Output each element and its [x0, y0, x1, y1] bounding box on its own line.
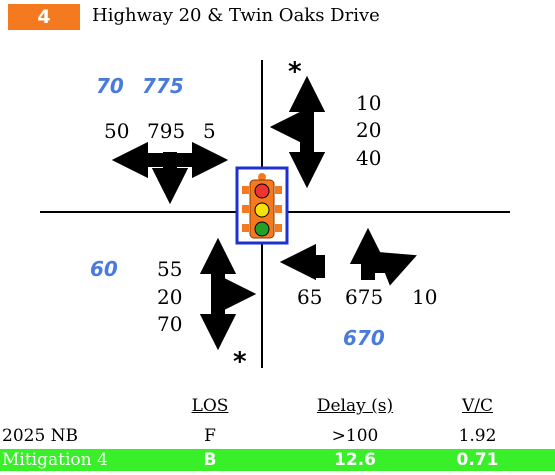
- table-cell: 1.92: [458, 426, 497, 446]
- arrow-left-through-right-icon: [199, 237, 257, 351]
- wb-left-volume: 40: [356, 146, 381, 170]
- table-header-cell: V/C: [461, 396, 493, 416]
- nb-right-volume: 10: [412, 285, 437, 309]
- title-bar: 4 Highway 20 & Twin Oaks Drive: [0, 0, 555, 34]
- table-cell: B: [203, 450, 217, 470]
- table-row: 2025 NB F >100 1.92: [0, 425, 555, 447]
- table-cell: 12.6: [334, 450, 376, 470]
- table-header-cell: Delay (s): [316, 396, 394, 416]
- nb-through-volume: 675: [345, 285, 383, 309]
- nb-left-volume: 65: [297, 285, 322, 309]
- arrow-through-right-icon: [349, 227, 417, 286]
- sb-left-volume: 50: [104, 119, 129, 143]
- arrow-left-turn-icon: [279, 243, 325, 281]
- table-cell: F: [204, 426, 216, 446]
- sb-right-volume: 5: [203, 119, 216, 143]
- table-cell: >100: [331, 426, 379, 446]
- wb-through-volume: 20: [356, 118, 381, 142]
- intersection-title: Highway 20 & Twin Oaks Drive: [92, 5, 380, 26]
- table-header-row: LOS Delay (s) V/C: [0, 395, 555, 417]
- traffic-signal-icon: [235, 166, 289, 245]
- wb-right-volume: 10: [356, 91, 381, 115]
- sb-through-future: 775: [142, 74, 184, 98]
- table-header-cell: LOS: [191, 396, 229, 416]
- table-row: Mitigation 4 B 12.6 0.71: [0, 449, 555, 471]
- asterisk-icon: *: [233, 347, 247, 377]
- arrow-left-through-right-icon: [269, 75, 326, 189]
- table-cell: 0.71: [456, 450, 499, 470]
- eb-left-volume: 55: [157, 257, 182, 281]
- intersection-number-badge: 4: [8, 4, 80, 30]
- sb-left-future: 70: [96, 74, 124, 98]
- sb-through-volume: 795: [147, 119, 185, 143]
- asterisk-icon: *: [288, 57, 302, 87]
- nb-future: 670: [343, 326, 385, 350]
- los-table: LOS Delay (s) V/C 2025 NB F >100 1.92 Mi…: [0, 395, 555, 475]
- arrow-left-through-right-icon: [111, 141, 229, 205]
- table-cell: 2025 NB: [2, 426, 79, 446]
- eb-through-volume: 20: [157, 285, 182, 309]
- eb-future: 60: [90, 257, 118, 281]
- table-cell: Mitigation 4: [2, 450, 108, 470]
- eb-right-volume: 70: [157, 312, 182, 336]
